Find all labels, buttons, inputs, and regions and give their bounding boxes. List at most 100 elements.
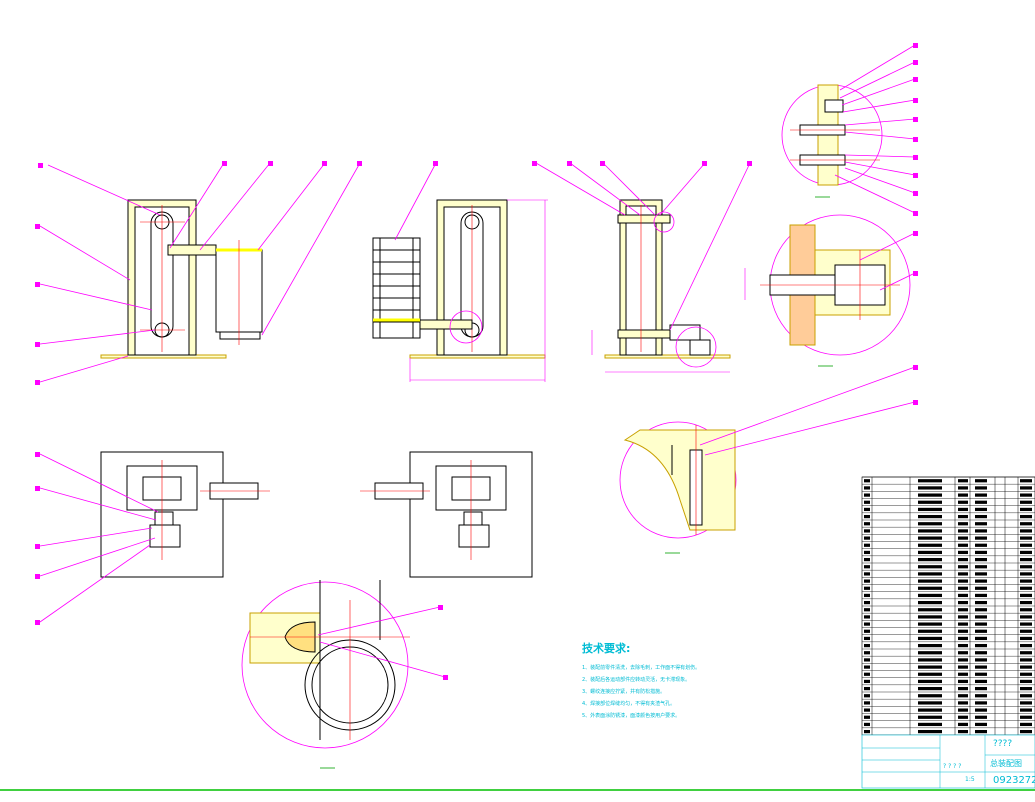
tech-requirement-line: 4、焊接部位焊缝均匀，不得有夹渣气孔。 bbox=[582, 701, 676, 707]
parts-list bbox=[861, 476, 1035, 736]
parts-list-cell bbox=[958, 514, 968, 519]
parts-list-cell bbox=[864, 586, 870, 590]
parts-list-cell bbox=[864, 715, 870, 719]
parts-list-cell bbox=[864, 722, 870, 727]
parts-list-cell bbox=[864, 500, 870, 504]
parts-list-cell bbox=[864, 608, 870, 612]
parts-list-cell bbox=[1020, 729, 1032, 734]
parts-list-cell bbox=[864, 615, 870, 619]
parts-list-cell bbox=[864, 629, 870, 633]
shaft bbox=[167, 244, 217, 256]
parts-list-cell bbox=[1020, 665, 1032, 669]
side-view bbox=[372, 161, 548, 382]
parts-list-cell bbox=[975, 600, 987, 605]
parts-list-cell bbox=[958, 486, 968, 490]
detail-iv bbox=[241, 580, 448, 769]
leader-line bbox=[199, 162, 271, 251]
parts-list-cell bbox=[918, 686, 942, 691]
parts-list-cell bbox=[1020, 543, 1032, 547]
drawing-name: 总装配图 bbox=[990, 759, 1022, 768]
parts-list-cell bbox=[918, 708, 942, 712]
parts-list-cell bbox=[1020, 514, 1032, 519]
parts-list-cell bbox=[864, 557, 870, 562]
parts-list-cell bbox=[864, 514, 870, 519]
parts-list-cell bbox=[864, 643, 870, 648]
parts-list-cell bbox=[918, 729, 942, 734]
parts-list-cell bbox=[1020, 529, 1032, 533]
parts-list-cell bbox=[958, 615, 968, 619]
leader-line bbox=[39, 225, 131, 281]
parts-list-cell bbox=[975, 557, 987, 562]
parts-list-cell bbox=[918, 643, 942, 648]
parts-list-cell bbox=[958, 729, 968, 734]
parts-list-cell bbox=[958, 557, 968, 562]
parts-list-cell bbox=[975, 479, 987, 483]
parts-list-cell bbox=[918, 500, 942, 504]
leader-line bbox=[169, 162, 225, 249]
parts-list-cell bbox=[1020, 500, 1032, 504]
leader-line bbox=[39, 283, 153, 311]
parts-list-cell bbox=[1020, 636, 1032, 641]
parts-list-cell bbox=[918, 672, 942, 676]
parts-list-cell bbox=[1020, 686, 1032, 691]
parts-list-cell bbox=[864, 579, 870, 583]
parts-list-cell bbox=[958, 651, 968, 655]
parts-list-cell bbox=[1020, 708, 1032, 712]
parts-list-cell bbox=[975, 629, 987, 633]
parts-list-cell bbox=[958, 536, 968, 540]
detail-i bbox=[781, 43, 918, 216]
parts-list-cell bbox=[975, 608, 987, 612]
technical-requirements: 技术要求: 1、装配前零件清洗，去除毛刺，工作面不得有划伤。 2、装配后各运动部… bbox=[582, 640, 822, 722]
parts-list-cell bbox=[1020, 651, 1032, 655]
parts-list-cell bbox=[975, 486, 987, 490]
parts-list-cell bbox=[1020, 565, 1032, 569]
parts-list-cell bbox=[864, 486, 870, 490]
parts-list-cell bbox=[918, 557, 942, 562]
parts-list-cell bbox=[918, 479, 942, 483]
parts-list-cell bbox=[958, 572, 968, 576]
base-plate bbox=[604, 354, 731, 359]
title-block bbox=[861, 734, 1035, 789]
parts-list-cell bbox=[975, 694, 987, 698]
parts-list-cell bbox=[975, 643, 987, 648]
parts-list-cell bbox=[975, 536, 987, 540]
parts-list-cell bbox=[958, 600, 968, 605]
leader-line bbox=[394, 162, 437, 241]
parts-list-cell bbox=[1020, 658, 1032, 662]
parts-list-cell bbox=[918, 622, 942, 626]
motor bbox=[669, 324, 701, 341]
parts-list-cell bbox=[918, 615, 942, 619]
scale-marks: ? ? ? ? bbox=[943, 763, 962, 770]
detail-callout-circle bbox=[449, 310, 483, 344]
parts-list-cell bbox=[864, 665, 870, 669]
parts-list-cell bbox=[958, 479, 968, 483]
parts-list-cell bbox=[864, 636, 870, 641]
parts-list-cell bbox=[975, 579, 987, 583]
leader-line bbox=[257, 162, 326, 251]
parts-list-cell bbox=[975, 708, 987, 712]
parts-list-cell bbox=[918, 514, 942, 519]
parts-list-cell bbox=[975, 729, 987, 734]
parts-list-cell bbox=[918, 651, 942, 655]
parts-list-cell bbox=[1020, 536, 1032, 540]
parts-list-cell bbox=[958, 507, 968, 512]
company-name: ???? bbox=[993, 739, 1013, 749]
parts-list-cell bbox=[864, 529, 870, 533]
parts-list-cell bbox=[1020, 694, 1032, 698]
parts-list-cell bbox=[918, 543, 942, 547]
tech-requirement-line: 5、外表面涂防锈漆，面漆颜色按用户要求。 bbox=[582, 713, 681, 719]
parts-list-cell bbox=[918, 665, 942, 669]
parts-list-cell bbox=[1020, 600, 1032, 605]
parts-list-cell bbox=[1020, 593, 1032, 598]
parts-list-cell bbox=[958, 722, 968, 727]
upper-bracket bbox=[617, 214, 671, 224]
coil-stack bbox=[372, 237, 421, 339]
parts-list-cell bbox=[864, 565, 870, 569]
drum-base bbox=[219, 331, 261, 340]
parts-list-cell bbox=[864, 658, 870, 662]
parts-list-cell bbox=[864, 701, 870, 705]
sheet-mark: 1:5 bbox=[965, 776, 975, 783]
parts-list-cell bbox=[975, 651, 987, 655]
parts-list-cell bbox=[958, 715, 968, 719]
